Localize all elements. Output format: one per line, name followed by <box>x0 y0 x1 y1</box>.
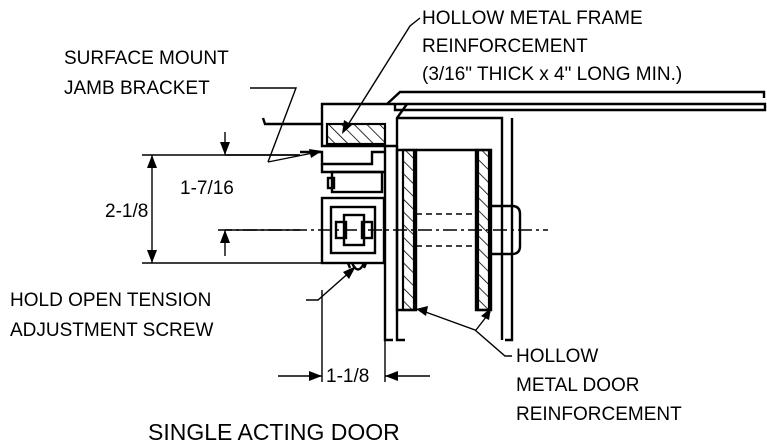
label-jamb-bracket-1: SURFACE MOUNT <box>64 48 229 69</box>
dimension-overall-height <box>142 154 322 264</box>
leader-jamb-bracket <box>250 87 322 163</box>
label-hold-open-screw-2: ADJUSTMENT SCREW <box>10 320 213 341</box>
leader-door-reinforcement <box>416 306 512 357</box>
label-frame-reinforcement-2: REINFORCEMENT <box>422 36 588 57</box>
leader-hold-open-screw <box>306 266 356 301</box>
frame-reinforcement-plate <box>325 122 387 146</box>
hollow-metal-door <box>395 148 493 312</box>
label-hold-open-screw-1: HOLD OPEN TENSION <box>10 290 211 311</box>
label-door-reinforcement-1: HOLLOW <box>516 346 598 367</box>
dimension-bracket-height <box>220 132 300 256</box>
closer-body <box>320 170 386 271</box>
diagram-title: SINGLE ACTING DOOR <box>148 419 400 445</box>
label-door-reinforcement-3: REINFORCEMENT <box>516 404 682 425</box>
label-jamb-bracket-2: JAMB BRACKET <box>64 78 210 99</box>
label-door-reinforcement-2: METAL DOOR <box>516 375 640 396</box>
label-frame-reinforcement-3: (3/16" THICK x 4" LONG MIN.) <box>422 64 682 85</box>
dim-text-overall-height: 2-1/8 <box>105 201 148 222</box>
leader-frame-reinforcement <box>342 17 421 134</box>
label-frame-reinforcement-1: HOLLOW METAL FRAME <box>422 8 643 29</box>
dimension-width <box>278 290 430 382</box>
dim-text-width: 1-1/8 <box>326 366 369 387</box>
dim-text-bracket-height: 1-7/16 <box>180 178 234 199</box>
